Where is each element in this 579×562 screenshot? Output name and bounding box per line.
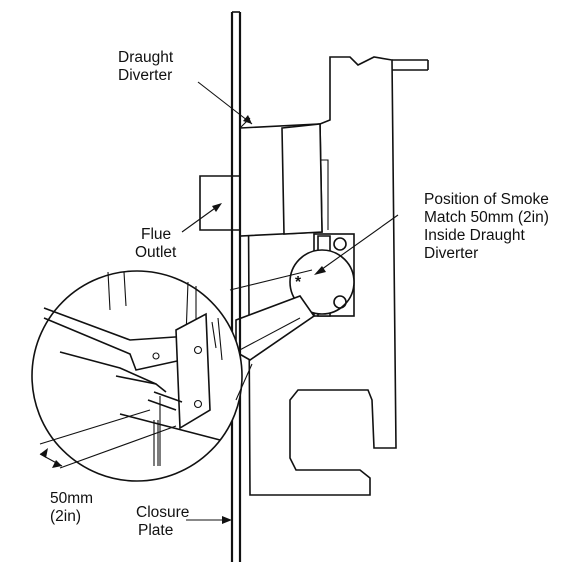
magnified-inset xyxy=(31,270,243,482)
label-dimension: 50mm (2in) xyxy=(50,490,97,525)
smoke-match-position xyxy=(289,233,355,317)
flue-outlet xyxy=(199,175,241,231)
label-draught-diverter: Draught Diverter xyxy=(118,49,177,84)
label-smoke-match-position: Position of Smoke Match 50mm (2in) Insid… xyxy=(424,191,553,262)
leader-lines xyxy=(39,81,399,524)
closure-plate xyxy=(230,11,242,562)
smoke-match-marker: * xyxy=(295,274,302,291)
label-flue-outlet: Flue Outlet xyxy=(135,226,177,261)
draught-diverter xyxy=(239,117,331,237)
label-closure-plate: Closure Plate xyxy=(136,504,194,539)
inset-detail xyxy=(43,271,223,466)
